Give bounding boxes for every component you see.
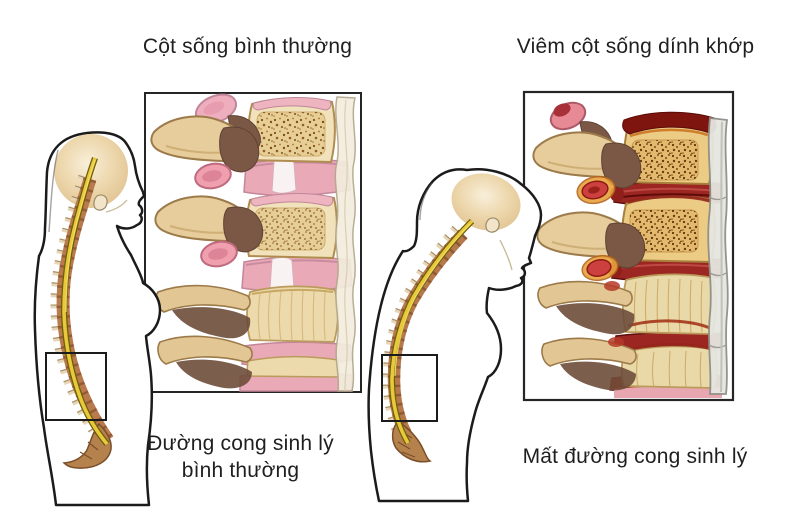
normal-spine-detail-box: [144, 92, 362, 393]
inflamed-vertebrae: [620, 111, 719, 389]
normal-caption-line1: Đường cong sinh lý: [147, 432, 334, 455]
healthy-vertebrae: [245, 96, 340, 378]
normal-spine-caption: Đường cong sinh lý bình thường: [128, 430, 353, 484]
ossified-ligament-band: [707, 117, 729, 395]
inflamed-spine-detail-box: [522, 90, 735, 402]
disease-spine-caption: Mất đường cong sinh lý: [522, 445, 748, 468]
stooped-figure-cheek-line: [499, 239, 513, 271]
normal-spine: [50, 156, 114, 469]
normal-figure-ear: [93, 194, 108, 211]
normal-figure-silhouette: [33, 131, 162, 507]
stooped-figure-silhouette: [367, 168, 543, 503]
disease-spine-title: Viêm cột sống dính khớp: [516, 35, 755, 58]
healthy-posterior-processes: [150, 93, 264, 389]
normal-caption-line2: bình thường: [181, 459, 300, 482]
kyphotic-spine: [382, 218, 475, 463]
normal-figure-jaw-line: [105, 199, 128, 213]
healthy-ligament-highlight: [344, 99, 348, 392]
normal-lumbar-zoom-rect: [45, 352, 107, 421]
stooped-figure-hair-line: [419, 182, 433, 221]
stooped-figure-ear: [485, 217, 500, 233]
normal-posture-figure: [33, 131, 162, 507]
inflamed-posterior-processes: [532, 101, 646, 391]
normal-figure-hair-line: [48, 149, 59, 233]
healthy-ligament-band: [334, 96, 356, 392]
stooped-posture-figure: [367, 168, 543, 503]
stooped-lumbar-zoom-rect: [381, 354, 438, 422]
normal-spine-title: Cột sống bình thường: [142, 35, 353, 58]
stooped-figure-skull: [451, 173, 521, 231]
